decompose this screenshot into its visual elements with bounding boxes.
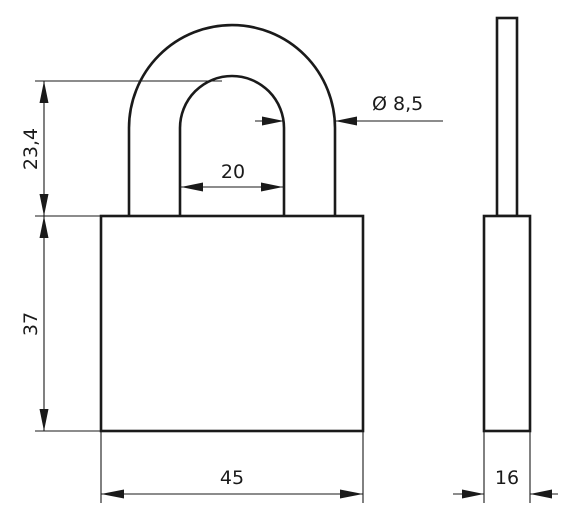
label-body-thickness: 16 [495, 467, 519, 489]
label-body-width: 45 [220, 467, 244, 489]
side-body [482, 214, 532, 433]
arrow-body-height-top [39, 216, 49, 238]
arrow-body-width-right [340, 489, 363, 499]
lock-body [99, 214, 365, 433]
front-view [99, 23, 365, 433]
label-shackle-diameter: Ø 8,5 [372, 93, 423, 115]
label-shackle-inner-width: 20 [221, 161, 245, 183]
label-body-height: 37 [20, 312, 42, 336]
dim-body-height: 37 [20, 216, 101, 432]
dim-body-width: 45 [100, 431, 364, 503]
side-view [482, 16, 532, 433]
side-shackle [495, 16, 519, 218]
dim-shackle-height: 23,4 [20, 80, 222, 217]
arrow-inner-width-left [181, 182, 203, 192]
arrow-thickness-left [462, 489, 484, 499]
arrow-body-height-bottom [39, 409, 49, 431]
arrow-diameter-right [335, 116, 357, 126]
arrow-diameter-left [262, 116, 284, 126]
dim-shackle-inner-width: 20 [181, 161, 283, 192]
shackle [127, 23, 337, 219]
arrow-shackle-height-top [39, 81, 49, 103]
label-shackle-height: 23,4 [20, 128, 42, 170]
dim-body-thickness: 16 [453, 431, 558, 503]
arrow-thickness-right [530, 489, 552, 499]
dim-shackle-diameter: Ø 8,5 [255, 93, 443, 126]
arrow-inner-width-right [261, 182, 283, 192]
arrow-shackle-height-bottom [39, 194, 49, 216]
arrow-body-width-left [101, 489, 124, 499]
